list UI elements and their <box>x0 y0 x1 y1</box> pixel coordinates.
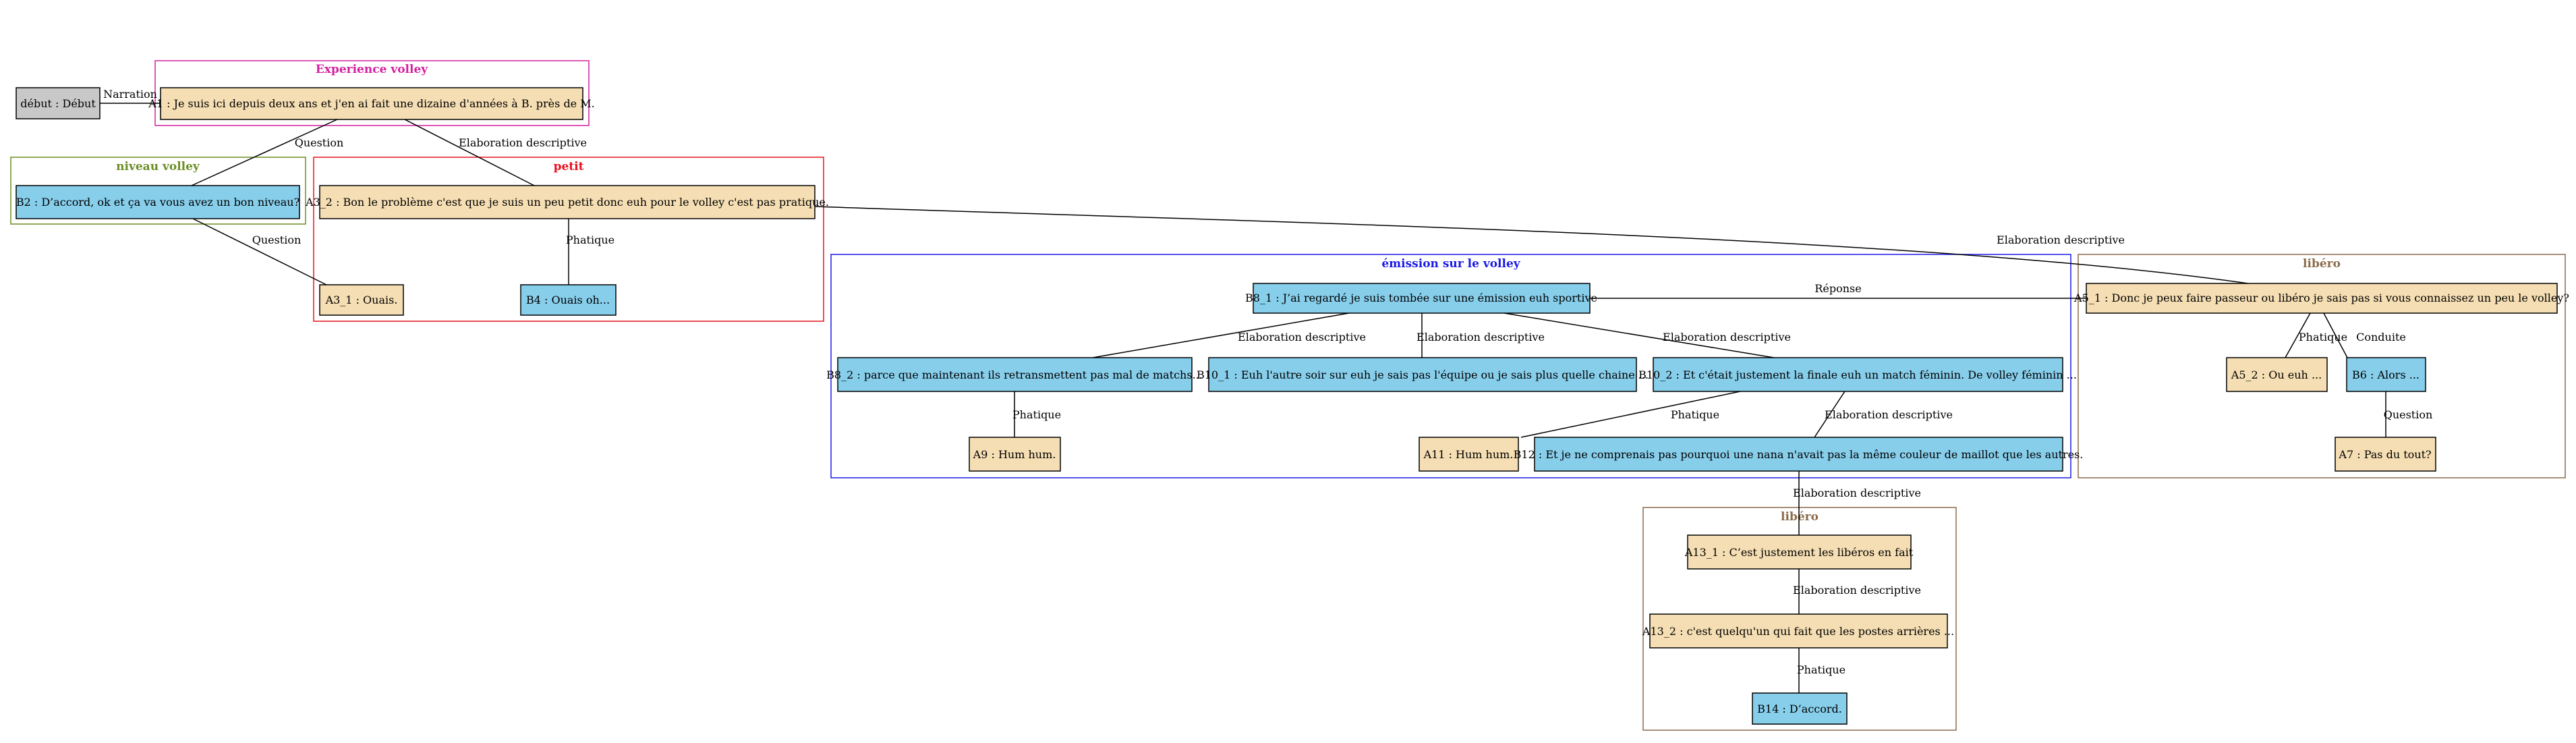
node-B14-label: B14 : D’accord. <box>1757 703 1842 715</box>
node-debut-label: début : Début <box>20 97 96 110</box>
node-B8_1[interactable]: B8_1 : J’ai regardé je suis tombée sur u… <box>1245 283 1597 314</box>
cluster-emission-volley: émission sur le volley <box>830 254 2071 478</box>
edge-label-phatique-a5-1-a5-2: Phatique <box>2299 331 2347 343</box>
node-A1[interactable]: A1 : Je suis ici depuis deux ans et j'en… <box>148 87 595 120</box>
cluster-libero-right: libéro <box>2078 254 2566 478</box>
edge-a1-b2 <box>191 119 338 186</box>
node-B10_2[interactable]: B10_2 : Et c'était justement la finale e… <box>1638 357 2077 392</box>
edge-b2-a3-1 <box>192 218 327 285</box>
cluster-libero-bottom: libéro <box>1642 507 1957 731</box>
edge-label-phatique-b10-2-a11: Phatique <box>1671 408 1719 421</box>
node-B10_1-label: B10_1 : Euh l'autre soir sur euh je sais… <box>1197 368 1649 381</box>
node-B6-label: B6 : Alors ... <box>2352 368 2420 381</box>
edge-a1-a3-2 <box>404 119 535 186</box>
edge-label-question-b6-a7: Question <box>2384 408 2433 421</box>
cluster-petit: petit <box>313 157 824 322</box>
node-B10_1[interactable]: B10_1 : Euh l'autre soir sur euh je sais… <box>1197 357 1649 392</box>
cluster-emission-title: émission sur le volley <box>1381 257 1520 271</box>
edge-label-elab-b8-1-b10-2: Elaboration descriptive <box>1663 331 1791 343</box>
node-debut[interactable]: début : Début <box>16 87 101 119</box>
node-B8_2-label: B8_2 : parce que maintenant ils retransm… <box>826 368 1203 381</box>
node-B6[interactable]: B6 : Alors ... <box>2346 357 2426 392</box>
node-A7-label: A7 : Pas du tout? <box>2338 448 2431 461</box>
cluster-experience-volley: Experience volley <box>154 60 590 126</box>
node-A9[interactable]: A9 : Hum hum. <box>969 437 1061 472</box>
edge-label-elab-a1-a3-2: Elaboration descriptive <box>459 136 587 149</box>
node-A1-label: A1 : Je suis ici depuis deux ans et j'en… <box>148 97 594 110</box>
node-B4-label: B4 : Ouais oh... <box>526 294 610 306</box>
edge-a3-2-a5-1 <box>814 206 2254 285</box>
cluster-petit-frame <box>313 157 824 322</box>
node-A11-label: A11 : Hum hum. <box>1423 448 1514 461</box>
node-B12-label: B12 : Et je ne comprenais pas pourquoi u… <box>1514 448 2084 461</box>
node-A3_2-label: A3_2 : Bon le problème c'est que je suis… <box>305 196 829 209</box>
edge-label-elab-a13-1-a13-2: Elaboration descriptive <box>1793 584 1921 597</box>
node-A5_2-label: A5_2 : Ou euh ... <box>2231 368 2322 381</box>
edge-label-phatique-a13-2-b14: Phatique <box>1797 663 1845 676</box>
cluster-libero-right-title: libéro <box>2303 257 2341 271</box>
node-A9-label: A9 : Hum hum. <box>973 448 1056 461</box>
cluster-niveau-frame <box>10 157 306 225</box>
cluster-libero-bottom-title: libéro <box>1781 510 1819 524</box>
edge-label-elab-b10-2-b12: Elaboration descriptive <box>1825 408 1953 421</box>
cluster-niveau-volley: niveau volley <box>10 157 306 225</box>
node-A11[interactable]: A11 : Hum hum. <box>1419 437 1519 472</box>
edge-label-phatique-b8-2-a9: Phatique <box>1012 408 1061 421</box>
edge-label-question-a1-b2: Question <box>295 136 344 149</box>
edge-a5-1-a5-2 <box>2285 312 2311 358</box>
cluster-niveau-title: niveau volley <box>116 160 200 173</box>
node-B2-label: B2 : D’accord, ok et ça va vous avez un … <box>16 196 299 209</box>
edge-label-question-b2-a3-1: Question <box>252 233 302 246</box>
edge-b8-1-b10-2 <box>1504 312 1775 358</box>
node-A13_2-label: A13_2 : c'est quelqu'un qui fait que les… <box>1642 625 1954 638</box>
node-B10_2-label: B10_2 : Et c'était justement la finale e… <box>1638 368 2077 381</box>
edge-label-phatique-a3-2-b4: Phatique <box>566 233 614 246</box>
node-B12[interactable]: B12 : Et je ne comprenais pas pourquoi u… <box>1514 437 2084 472</box>
node-A5_1[interactable]: A5_1 : Donc je peux faire passeur ou lib… <box>2073 283 2569 314</box>
node-B2[interactable]: B2 : D’accord, ok et ça va vous avez un … <box>16 185 300 219</box>
node-A13_1-label: A13_1 : C’est justement les libéros en f… <box>1684 546 1914 559</box>
cluster-experience-frame <box>154 60 590 126</box>
edge-label-elab-b12-a13-1: Elaboration descriptive <box>1793 487 1921 499</box>
edges <box>100 103 2386 693</box>
node-A3_1-label: A3_1 : Ouais. <box>325 294 398 306</box>
edge-labels: Narration Question Elaboration descripti… <box>103 88 2432 676</box>
edge-label-narration: Narration <box>103 88 157 101</box>
edge-b10-2-b12 <box>1814 391 1845 438</box>
nodes: début : Début A1 : Je suis ici depuis de… <box>16 87 2569 725</box>
node-B14[interactable]: B14 : D’accord. <box>1752 692 1848 725</box>
edge-label-elab-a3-2-a5-1: Elaboration descriptive <box>1997 233 2125 246</box>
node-A5_2[interactable]: A5_2 : Ou euh ... <box>2226 357 2328 392</box>
edge-label-elab-b8-1-b10-1: Elaboration descriptive <box>1416 331 1545 343</box>
node-A7[interactable]: A7 : Pas du tout? <box>2335 437 2436 472</box>
node-A3_1[interactable]: A3_1 : Ouais. <box>319 284 404 316</box>
edge-label-reponse: Réponse <box>1814 282 1861 295</box>
cluster-libero-bottom-frame <box>1642 507 1957 731</box>
node-B8_1-label: B8_1 : J’ai regardé je suis tombée sur u… <box>1245 292 1597 304</box>
cluster-libero-right-frame <box>2078 254 2566 478</box>
cluster-petit-title: petit <box>554 160 584 173</box>
node-A5_1-label: A5_1 : Donc je peux faire passeur ou lib… <box>2073 292 2569 304</box>
edge-label-elab-b8-1-b8-2: Elaboration descriptive <box>1238 331 1366 343</box>
cluster-emission-frame <box>830 254 2071 478</box>
node-A3_2[interactable]: A3_2 : Bon le problème c'est que je suis… <box>305 185 829 219</box>
node-A13_2[interactable]: A13_2 : c'est quelqu'un qui fait que les… <box>1642 613 1954 649</box>
cluster-experience-title: Experience volley <box>316 63 428 76</box>
edge-b10-2-a11 <box>1520 391 1741 438</box>
edge-b8-1-b8-2 <box>1092 312 1350 358</box>
edge-label-conduite: Conduite <box>2356 331 2406 343</box>
node-A13_1[interactable]: A13_1 : C’est justement les libéros en f… <box>1684 534 1914 570</box>
node-B8_2[interactable]: B8_2 : parce que maintenant ils retransm… <box>826 357 1203 392</box>
node-B4[interactable]: B4 : Ouais oh... <box>520 284 617 316</box>
edge-a5-1-b6 <box>2323 312 2348 358</box>
